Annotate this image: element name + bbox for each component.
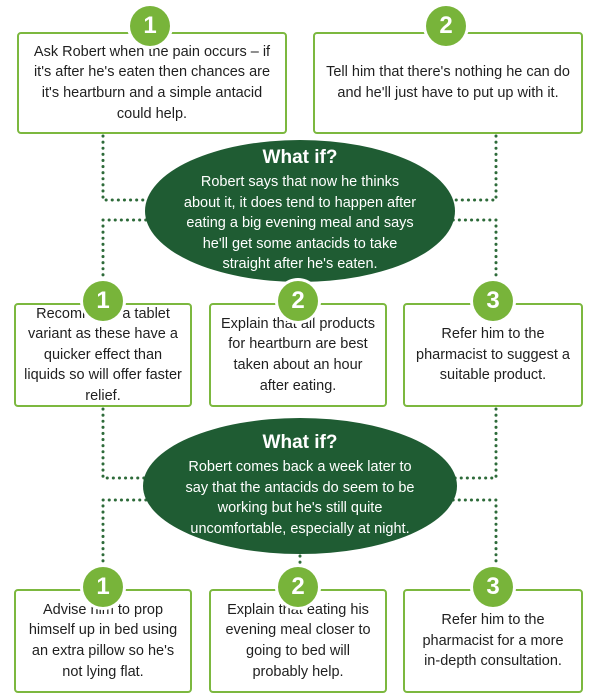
middle-option-2-badge: 2	[278, 281, 318, 321]
middle-option-3-badge: 3	[473, 281, 513, 321]
connector-line-2	[446, 134, 498, 202]
connector-line-3	[101, 218, 152, 283]
middle-option-1-badge: 1	[83, 281, 123, 321]
connector-line-1	[101, 134, 154, 202]
bottom-option-3-text: Refer him to the pharmacist for a more i…	[422, 612, 564, 670]
bottom-option-1-text: Advise him to prop himself up in bed usi…	[28, 601, 178, 680]
what-if-1-ellipse: What if? Robert says that now he thinks …	[145, 140, 455, 282]
connector-line-7	[452, 407, 498, 480]
top-option-2-badge: 2	[426, 6, 466, 46]
what-if-2-text: Robert comes back a week later to say th…	[185, 459, 415, 537]
bottom-option-3-box: Refer him to the pharmacist for a more i…	[403, 589, 583, 693]
middle-option-2-text: Explain that all products for heartburn …	[221, 315, 375, 394]
middle-option-3-text: Refer him to the pharmacist to suggest a…	[416, 326, 570, 384]
what-if-1-title: What if?	[262, 147, 338, 169]
bottom-option-1-badge: 1	[83, 567, 123, 607]
middle-option-2-box: Explain that all products for heartburn …	[209, 303, 387, 407]
bottom-option-3-badge: 3	[473, 567, 513, 607]
top-option-2-box: Tell him that there's nothing he can do …	[313, 32, 583, 134]
what-if-1-text: Robert says that now he thinks about it,…	[183, 173, 417, 273]
top-option-1-box: Ask Robert when the pain occurs – if it'…	[17, 32, 287, 134]
top-option-1-badge: 1	[130, 6, 170, 46]
top-option-2-text: Tell him that there's nothing he can do …	[326, 64, 570, 101]
top-option-1-text: Ask Robert when the pain occurs – if it'…	[33, 43, 271, 122]
what-if-2-ellipse: What if? Robert comes back a week later …	[143, 418, 457, 554]
connector-line-6	[101, 407, 148, 480]
what-if-2-title: What if?	[262, 432, 338, 454]
bottom-option-2-badge: 2	[278, 567, 318, 607]
connector-line-8	[101, 498, 152, 569]
bottom-option-2-text: Explain that eating his evening meal clo…	[225, 601, 371, 680]
connector-line-4	[448, 218, 498, 283]
connector-line-9	[448, 498, 498, 569]
